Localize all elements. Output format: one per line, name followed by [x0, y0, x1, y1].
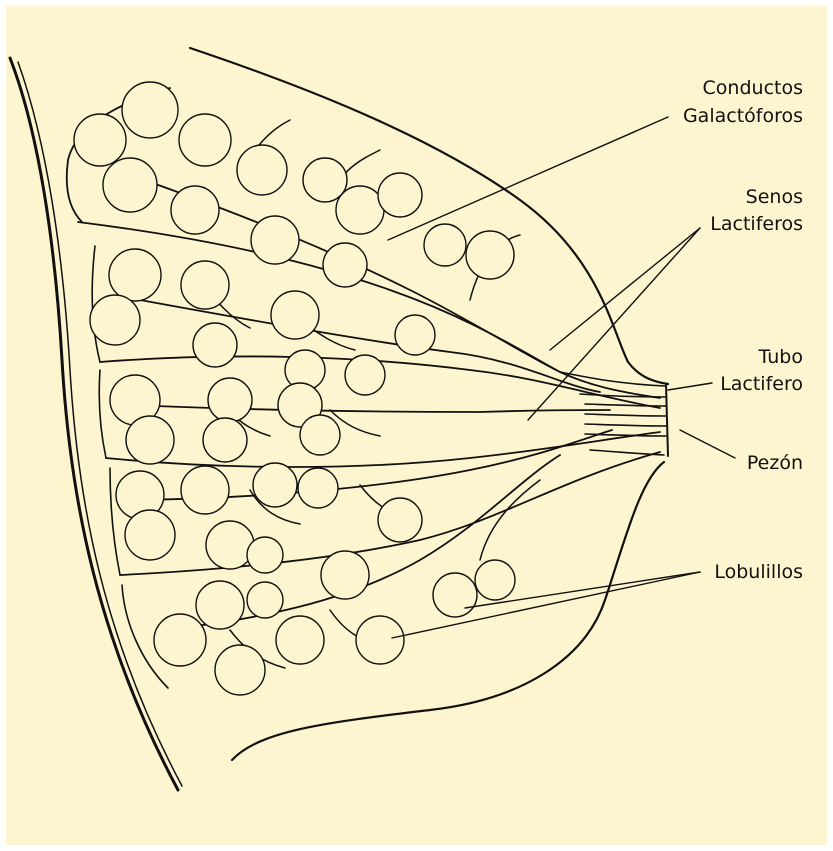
tubo-label-line1: Tubo [758, 346, 803, 368]
lobule-cluster-3 [110, 375, 340, 464]
leader-lines [388, 117, 735, 638]
lobules [74, 82, 515, 695]
tubo-label-line2: Lactifero [720, 373, 803, 395]
lobule-cluster-4 [116, 463, 422, 573]
labels: Conductos Galactóforos Senos Lactiferos … [683, 77, 803, 583]
senos-label-line2: Lactiferos [710, 213, 803, 235]
tubo-leader [668, 383, 712, 390]
conductos-label-line1: Conductos [703, 77, 803, 99]
pezon-label: Pezón [747, 452, 803, 474]
diagram-panel: Conductos Galactóforos Senos Lactiferos … [6, 6, 827, 845]
senos-leader-b [528, 228, 700, 420]
senos-leader-a [550, 228, 700, 350]
senos-label-line1: Senos [746, 186, 803, 208]
conductos-label-line2: Galactóforos [683, 105, 803, 127]
conductos-leader [388, 117, 668, 240]
lobulillos-label: Lobulillos [714, 561, 803, 583]
breast-anatomy-diagram: Conductos Galactóforos Senos Lactiferos … [6, 6, 827, 845]
pezon-leader [680, 430, 735, 458]
